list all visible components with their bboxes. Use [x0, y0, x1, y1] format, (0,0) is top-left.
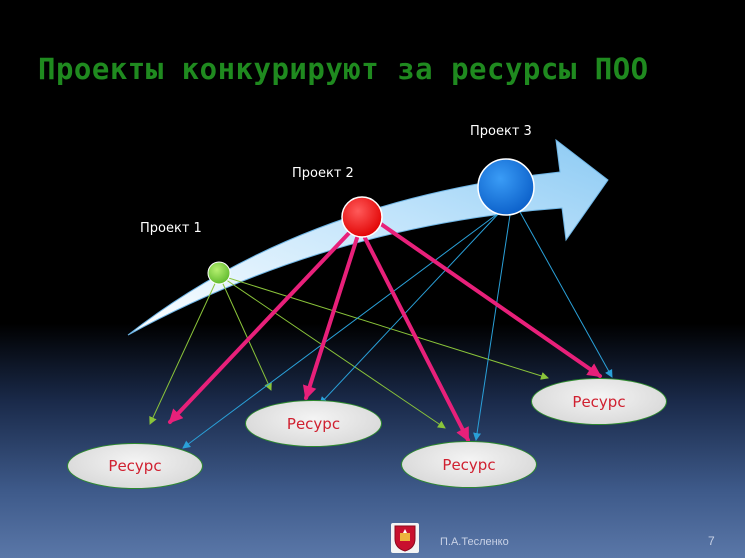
project2-node [341, 196, 383, 238]
link-p1-r3 [218, 274, 446, 429]
link-p1-r2 [218, 274, 272, 391]
resource-label: Ресурс [286, 414, 341, 433]
footer-author: П.А.Тесленко [440, 536, 509, 548]
page-number: 7 [708, 534, 715, 548]
project2-links [168, 220, 602, 442]
link-p3-r3 [473, 214, 511, 441]
resource-label: Ресурс [108, 457, 162, 475]
resource-label: Ресурс [572, 392, 626, 411]
link-p2-r3 [363, 236, 470, 442]
project1-node [207, 261, 231, 285]
growth-arrow [127, 138, 609, 336]
resource-node-3: Ресурс [401, 441, 537, 488]
project1-label: Проект 1 [140, 221, 202, 236]
slide-title: Проекты конкурируют за ресурсы ПОО [38, 52, 649, 86]
link-p1-r1 [149, 274, 220, 425]
project2-label: Проект 2 [292, 166, 354, 181]
resource-node-4: Ресурс [531, 378, 667, 425]
link-p2-r4 [376, 220, 602, 378]
resource-node-2: Ресурс [245, 400, 382, 447]
project3-node [477, 158, 535, 216]
link-p3-r1 [182, 211, 501, 449]
project3-links [182, 211, 613, 449]
link-p2-r1 [168, 230, 352, 424]
link-p3-r4 [519, 211, 613, 378]
resource-label: Ресурс [442, 455, 496, 474]
emblem-icon [394, 525, 416, 552]
resource-node-1: Ресурс [67, 443, 203, 489]
link-p2-r2 [302, 236, 359, 400]
emblem-logo [391, 523, 419, 553]
link-p1-r4 [218, 274, 549, 380]
project3-label: Проект 3 [470, 124, 532, 139]
project1-links [149, 274, 549, 429]
link-p3-r2 [319, 211, 501, 405]
